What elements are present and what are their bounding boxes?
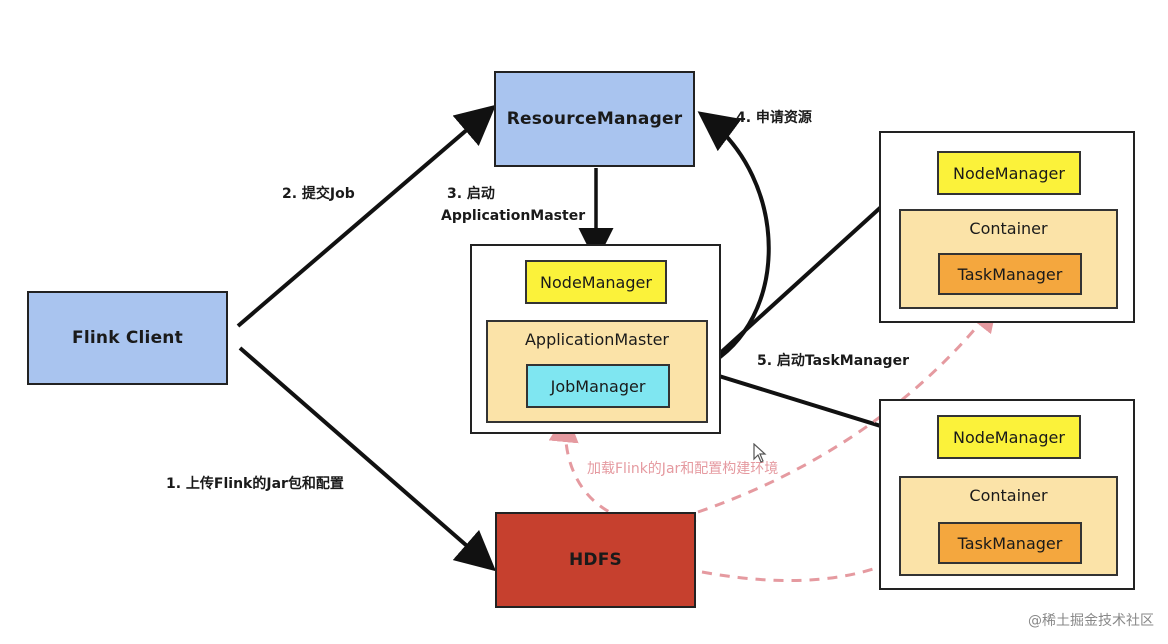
flink-client-label: Flink Client <box>72 328 183 348</box>
job-manager-label: JobManager <box>550 376 646 396</box>
worker-top-frame: NodeManager Container TaskManager <box>879 131 1135 323</box>
application-master-container: ApplicationMaster JobManager <box>486 320 708 423</box>
resource-manager-label: ResourceManager <box>506 109 683 129</box>
worker-top-node-manager: NodeManager <box>937 151 1081 195</box>
step-2-label: 2. 提交Job <box>282 186 355 202</box>
worker-bottom-node-manager: NodeManager <box>937 415 1081 459</box>
worker-top-container: Container TaskManager <box>899 209 1118 309</box>
step-4-label: 4. 申请资源 <box>736 110 812 126</box>
dashed-note-label: 加载Flink的Jar和配置构建环境 <box>587 461 779 477</box>
step-1-label: 1. 上传Flink的Jar包和配置 <box>166 476 344 492</box>
worker-bottom-container: Container TaskManager <box>899 476 1118 576</box>
job-manager-node: JobManager <box>526 364 670 408</box>
flink-client-node: Flink Client <box>27 291 228 385</box>
resource-manager-node: ResourceManager <box>494 71 695 167</box>
worker-top-container-label: Container <box>969 219 1048 238</box>
watermark: @稀土掘金技术社区 <box>1028 613 1154 629</box>
worker-bottom-node-manager-label: NodeManager <box>953 427 1065 447</box>
worker-bottom-frame: NodeManager Container TaskManager <box>879 399 1135 590</box>
worker-top-node-manager-label: NodeManager <box>953 163 1065 183</box>
arrow-upload-jar <box>238 346 497 572</box>
application-master-label: ApplicationMaster <box>524 330 670 349</box>
worker-bottom-task-manager: TaskManager <box>938 522 1082 564</box>
mouse-cursor-icon <box>753 443 767 463</box>
hdfs-node: HDFS <box>495 512 696 608</box>
worker-top-task-manager: TaskManager <box>938 253 1082 295</box>
step-3-label-line2: ApplicationMaster <box>441 208 586 224</box>
am-node-manager: NodeManager <box>525 260 667 304</box>
hdfs-label: HDFS <box>569 550 622 570</box>
am-host-frame: NodeManager ApplicationMaster JobManager <box>470 244 721 434</box>
worker-bottom-container-label: Container <box>969 486 1048 505</box>
worker-top-task-manager-label: TaskManager <box>957 264 1063 284</box>
step-5-label: 5. 启动TaskManager <box>757 353 909 369</box>
worker-bottom-task-manager-label: TaskManager <box>957 533 1063 553</box>
am-node-manager-label: NodeManager <box>540 272 652 292</box>
step-3-label-line1: 3. 启动 <box>447 186 495 202</box>
